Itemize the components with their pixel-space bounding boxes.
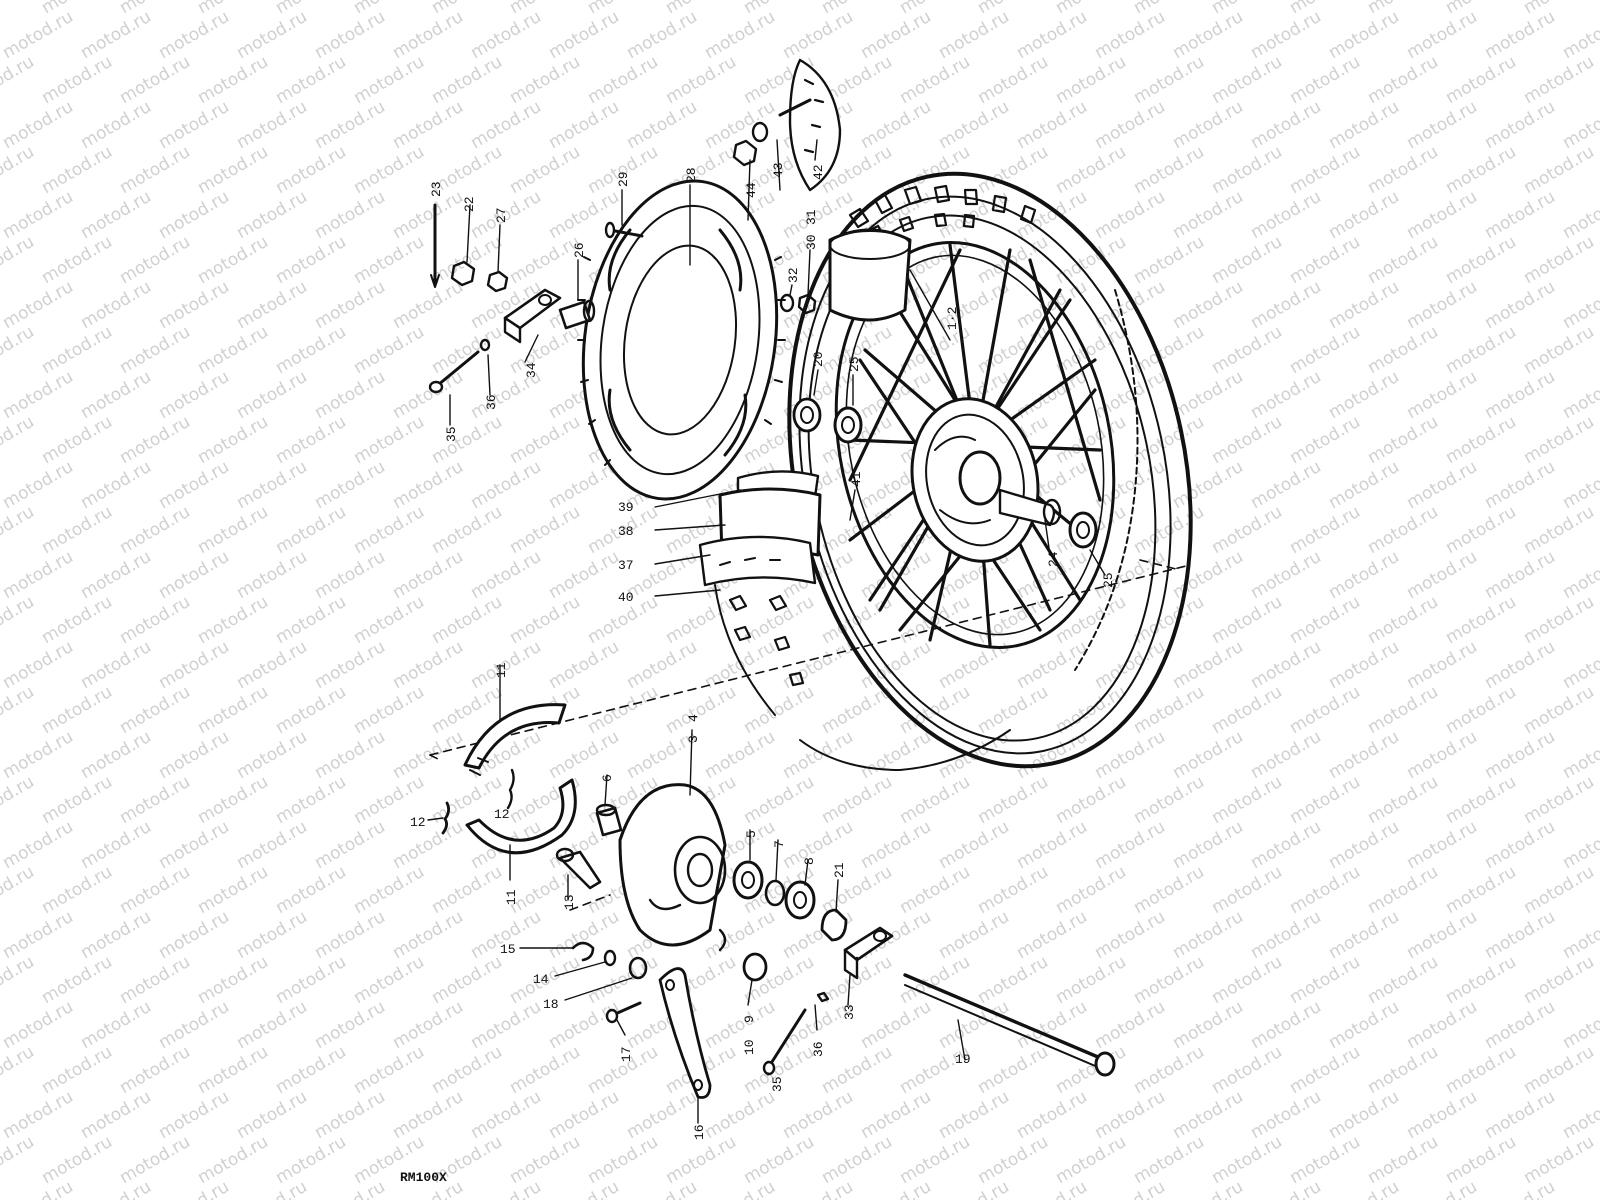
- nut-22-part: [450, 260, 476, 287]
- tire-part: [714, 171, 1193, 771]
- callout-41: 41: [849, 471, 864, 487]
- callout-3: 3: [686, 735, 701, 743]
- nut-44-part: [732, 139, 758, 167]
- callout-11-lower: 11: [504, 889, 519, 905]
- spring-12-part: [441, 768, 515, 835]
- callout-8: 8: [802, 857, 817, 865]
- callout-42: 42: [811, 164, 826, 180]
- hub-part: [910, 397, 1040, 563]
- rear-sprocket-part: [577, 179, 786, 501]
- callout-27: 27: [494, 207, 509, 223]
- brake-shoe-upper-part: [463, 703, 567, 776]
- callout-35-left: 35: [444, 426, 459, 442]
- rim-lock-part: [778, 58, 842, 192]
- callout-11-upper: 11: [494, 662, 509, 678]
- washer-14-part: [603, 949, 617, 967]
- washer-43-part: [751, 121, 769, 143]
- spacer-26-part: [558, 299, 596, 330]
- callout-21: 21: [832, 862, 847, 878]
- callout-20: 20: [811, 351, 826, 367]
- leader-lines: [427, 139, 1106, 1124]
- diagram-code-label: RM100X: [400, 1170, 447, 1185]
- callout-39: 39: [618, 500, 634, 515]
- callout-16: 16: [692, 1124, 707, 1140]
- spacer-9-part: [742, 952, 768, 982]
- callout-17: 17: [619, 1046, 634, 1062]
- brake-shoe-lower-part: [465, 778, 577, 855]
- brake-cam-part: [555, 847, 602, 890]
- callout-24: 24: [1046, 551, 1061, 567]
- bolt-35-right-part: [762, 1008, 807, 1076]
- spacer-21-part: [820, 908, 848, 942]
- nut-27-part: [486, 270, 509, 293]
- callout-38: 38: [618, 524, 634, 539]
- axle-19-part: [903, 973, 1116, 1077]
- callout-33: 33: [842, 1004, 857, 1020]
- callout-25-right: 25: [1101, 572, 1116, 588]
- callout-1-2: 1·2: [945, 307, 960, 330]
- callout-9: 9: [742, 1015, 757, 1023]
- adjuster-33-part: [843, 926, 894, 980]
- callout-labels: 1·2 3 4 5 6 7 8 9 10 11 11 12 12 13 14 1…: [410, 162, 1116, 1140]
- cotter-36-left-part: [479, 338, 491, 352]
- callout-12-left: 12: [410, 815, 426, 830]
- washer-32-part: [779, 293, 795, 313]
- callout-22: 22: [462, 196, 477, 212]
- callout-40: 40: [618, 590, 634, 605]
- callout-43: 43: [771, 162, 786, 178]
- callout-36-left: 36: [484, 394, 499, 410]
- callout-35-right: 35: [770, 1076, 785, 1092]
- callout-19: 19: [955, 1052, 971, 1067]
- callout-7: 7: [772, 840, 787, 848]
- washer-18-part: [628, 956, 648, 980]
- bushing-6-part: [595, 803, 623, 837]
- callout-28: 28: [684, 167, 699, 183]
- callout-23: 23: [429, 181, 444, 197]
- callout-13: 13: [562, 894, 577, 910]
- callout-32: 32: [786, 267, 801, 283]
- bearing-25-right-part: [1068, 511, 1098, 549]
- pin-23-part: [430, 203, 440, 288]
- callout-5: 5: [744, 830, 759, 838]
- callout-4: 4: [686, 714, 701, 722]
- cotter-36-right-part: [816, 991, 830, 1003]
- bearing-25-left-part: [833, 406, 863, 444]
- spacer-24-part: [998, 488, 1062, 527]
- brake-panel-part: [618, 783, 727, 952]
- callout-18: 18: [543, 997, 559, 1012]
- tube-tyre-fragment-part: [698, 535, 817, 587]
- callout-14: 14: [533, 972, 549, 987]
- brake-drum-cover-part: [828, 228, 912, 322]
- callout-44: 44: [744, 182, 759, 198]
- callout-37: 37: [618, 558, 634, 573]
- bolt-17-part: [605, 1001, 642, 1024]
- callout-12-inner: 12: [494, 807, 510, 822]
- spacer-8-part: [784, 880, 816, 920]
- callout-30: 30: [804, 234, 819, 250]
- bearing-20-part: [792, 397, 822, 433]
- callout-10: 10: [742, 1039, 757, 1055]
- torque-arm-part: [658, 967, 712, 1099]
- callout-25-top: 25: [847, 356, 862, 372]
- adjuster-34-part: [503, 288, 562, 344]
- callout-29: 29: [616, 171, 631, 187]
- callout-26: 26: [572, 242, 587, 258]
- sprocket-bolt-part: [604, 221, 644, 239]
- callout-6: 6: [600, 774, 615, 782]
- washer-7-part: [764, 879, 786, 907]
- bearing-5-part: [732, 860, 764, 900]
- callout-15: 15: [500, 942, 516, 957]
- callout-34: 34: [524, 362, 539, 378]
- callout-36-right: 36: [811, 1041, 826, 1057]
- clip-15-part: [571, 941, 595, 962]
- callout-31: 31: [804, 209, 819, 225]
- bolt-35-left-part: [428, 350, 480, 394]
